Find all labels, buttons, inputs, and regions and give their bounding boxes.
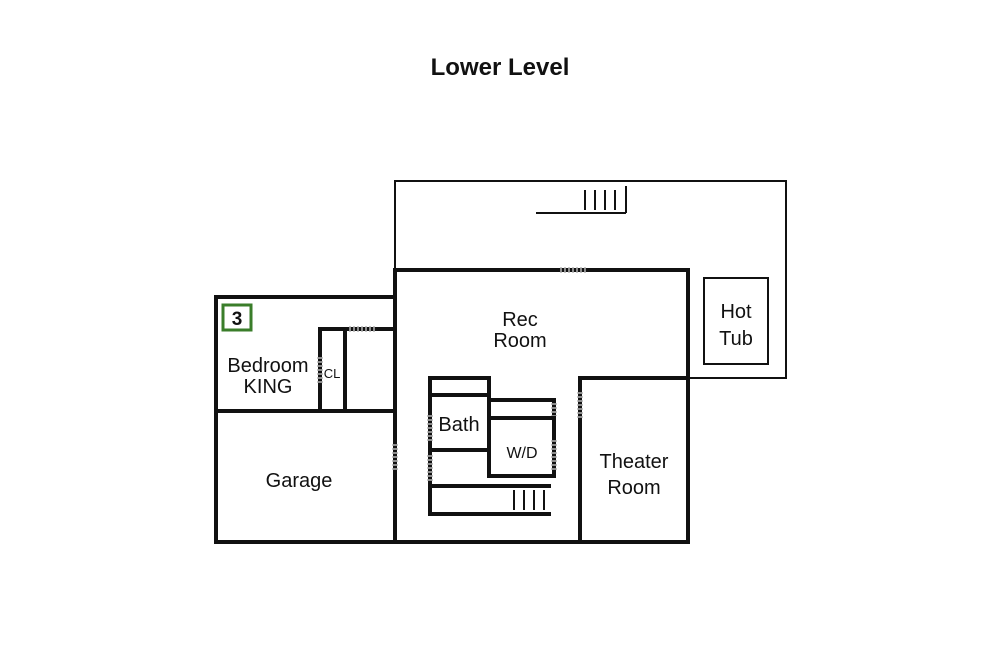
plan-title: Lower Level (431, 54, 570, 81)
svg-text:3: 3 (232, 309, 243, 330)
hot-tub (703, 277, 769, 365)
doors (317, 267, 588, 481)
hot-tub-label-line1: Hot (720, 301, 752, 323)
bedroom-label-line1: Bedroom (227, 355, 308, 377)
hot-tub-label-line2: Tub (719, 328, 753, 350)
walls (214, 268, 690, 544)
theater-room-label-line1: Theater (600, 451, 669, 473)
closet-label: CL (324, 366, 341, 381)
bath-label: Bath (438, 414, 479, 436)
rec-room-label-line1: Rec (502, 309, 538, 331)
bedroom-number-badge: 3 (221, 303, 253, 332)
interior-stairs (513, 490, 545, 510)
bedroom-label-line2: KING (244, 376, 293, 398)
laundry-label: W/D (506, 445, 537, 462)
deck-outline (394, 180, 787, 379)
garage-label: Garage (266, 470, 333, 492)
deck-stairs (536, 186, 627, 214)
rec-room-label-line2: Room (493, 330, 546, 352)
theater-room-label-line2: Room (607, 477, 660, 499)
